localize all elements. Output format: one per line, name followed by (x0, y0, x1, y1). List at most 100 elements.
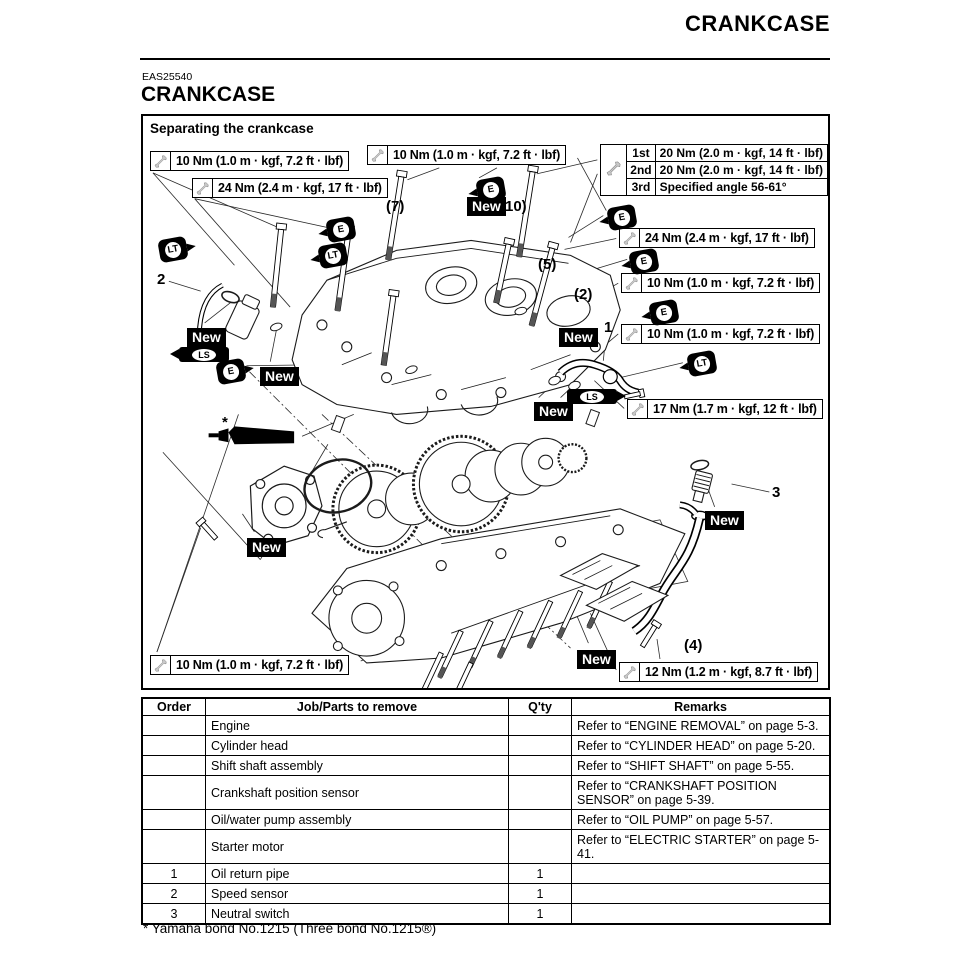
callout-label: 3 (772, 484, 781, 501)
table-row: Starter motor Refer to “ELECTRIC STARTER”… (141, 829, 831, 864)
torque-value: 17 Nm (1.7 m · kgf, 12 ft · lbf) (653, 402, 817, 416)
cell-remarks: Refer to “OIL PUMP” on page 5-57. (571, 809, 831, 830)
torque-spec-box: 10 Nm (1.0 m · kgf, 7.2 ft · lbf) (150, 655, 350, 675)
symbol-letter: E (481, 180, 501, 199)
cell-qty (508, 715, 572, 736)
new-part-marker: New (577, 650, 616, 669)
torque-value: 10 Nm (1.0 m · kgf, 7.2 ft · lbf) (393, 148, 561, 162)
torque-value: 10 Nm (1.0 m · kgf, 7.2 ft · lbf) (176, 658, 344, 672)
table-row: Engine Refer to “ENGINE REMOVAL” on page … (141, 715, 831, 736)
sequence-value: 20 Nm (2.0 m · kgf, 14 ft · lbf) (654, 144, 829, 162)
table-header-row: Order Job/Parts to remove Q'ty Remarks (141, 697, 831, 716)
sequence-value: Specified angle 56-61° (654, 178, 829, 196)
lithium-grease-symbol: LS (170, 347, 229, 362)
torque-spec-box: 10 Nm (1.0 m · kgf, 7.2 ft · lbf) (367, 145, 567, 165)
footnote: * Yamaha bond No.1215 (Three bond No.121… (143, 921, 437, 936)
wrench-icon (622, 325, 642, 343)
cell-remarks: Refer to “ENGINE REMOVAL” on page 5-3. (571, 715, 831, 736)
cell-order: 1 (141, 863, 206, 884)
cell-remarks: Refer to “SHIFT SHAFT” on page 5-55. (571, 755, 831, 776)
cell-order (141, 829, 206, 864)
cell-job: Cylinder head (205, 735, 509, 756)
table-row: 3rd Specified angle 56-61° (601, 178, 829, 196)
new-part-marker: New (187, 328, 226, 347)
wrench-icon (193, 179, 213, 197)
cell-order (141, 715, 206, 736)
cell-qty (508, 775, 572, 810)
cell-qty (508, 809, 572, 830)
diagram-title: Separating the crankcase (150, 121, 314, 136)
cell-qty: 1 (508, 863, 572, 884)
new-part-marker: New (260, 367, 299, 386)
table-row: Shift shaft assembly Refer to “SHIFT SHAF… (141, 755, 831, 776)
loctite-symbol: LT (157, 235, 189, 264)
torque-spec-box: 17 Nm (1.7 m · kgf, 12 ft · lbf) (627, 399, 823, 419)
cell-job: Oil return pipe (205, 863, 509, 884)
header-rule (140, 58, 830, 60)
cell-order: 2 (141, 883, 206, 904)
cell-order (141, 775, 206, 810)
callout-label: (10) (500, 198, 527, 215)
cell-qty (508, 755, 572, 776)
new-part-marker: New (559, 328, 598, 347)
torque-spec-box: 10 Nm (1.0 m · kgf, 7.2 ft · lbf) (150, 151, 350, 171)
wrench-icon (151, 656, 171, 674)
symbol-letter: E (654, 303, 674, 322)
sequence-value: 20 Nm (2.0 m · kgf, 14 ft · lbf) (654, 161, 829, 179)
cell-order (141, 809, 206, 830)
torque-spec-box: 10 Nm (1.0 m · kgf, 7.2 ft · lbf) (621, 324, 821, 344)
cell-job: Engine (205, 715, 509, 736)
new-part-marker: New (534, 402, 573, 421)
wrench-icon (622, 274, 642, 292)
torque-value: 12 Nm (1.2 m · kgf, 8.7 ft · lbf) (645, 665, 813, 679)
torque-spec-box: 12 Nm (1.2 m · kgf, 8.7 ft · lbf) (619, 662, 819, 682)
table-row: 1st 20 Nm (2.0 m · kgf, 14 ft · lbf) (599, 144, 829, 196)
cell-job: Neutral switch (205, 903, 509, 925)
symbol-letter: E (331, 220, 351, 239)
engine-oil-symbol: E (648, 298, 680, 327)
col-header-remarks: Remarks (571, 697, 831, 716)
callout-label: (7) (386, 198, 405, 215)
torque-value: 10 Nm (1.0 m · kgf, 7.2 ft · lbf) (647, 327, 815, 341)
symbol-letter: E (221, 362, 241, 381)
symbol-letter: LT (692, 354, 712, 373)
symbol-letter: LS (192, 348, 216, 361)
section-code: EAS25540 (142, 71, 193, 83)
exploded-diagram-art (152, 157, 770, 688)
symbol-letter: E (612, 208, 632, 227)
symbol-letter: LT (323, 246, 343, 265)
new-part-marker: New (247, 538, 286, 557)
cell-job: Shift shaft assembly (205, 755, 509, 776)
callout-label: (4) (684, 637, 703, 654)
col-header-job: Job/Parts to remove (205, 697, 509, 716)
torque-value: 10 Nm (1.0 m · kgf, 7.2 ft · lbf) (176, 154, 344, 168)
cell-qty: 1 (508, 903, 572, 925)
table-row: 2nd 20 Nm (2.0 m · kgf, 14 ft · lbf) (601, 161, 829, 179)
lithium-grease-symbol: LS (567, 389, 626, 404)
engine-oil-symbol: E (628, 247, 660, 276)
loctite-symbol: LT (317, 241, 349, 270)
cell-remarks (571, 883, 831, 904)
cell-job: Starter motor (205, 829, 509, 864)
sequence-step: 2nd (626, 161, 656, 179)
cell-qty (508, 735, 572, 756)
loctite-symbol: LT (686, 349, 718, 378)
new-part-marker: New (467, 197, 506, 216)
torque-value: 24 Nm (2.4 m · kgf, 17 ft · lbf) (218, 181, 382, 195)
cell-remarks (571, 863, 831, 884)
cell-remarks: Refer to “ELECTRIC STARTER” on page 5-41… (571, 829, 831, 864)
sequence-step: 1st (626, 144, 656, 162)
callout-label: (2) (574, 286, 593, 303)
callout-label: * (222, 414, 228, 431)
engine-oil-symbol: E (325, 215, 357, 244)
parts-removal-table: Order Job/Parts to remove Q'ty Remarks E… (141, 697, 831, 925)
wrench-icon (368, 146, 388, 164)
cell-qty (508, 829, 572, 864)
diagram-box: Separating the crankcase (141, 114, 830, 690)
engine-oil-symbol: E (475, 175, 507, 204)
